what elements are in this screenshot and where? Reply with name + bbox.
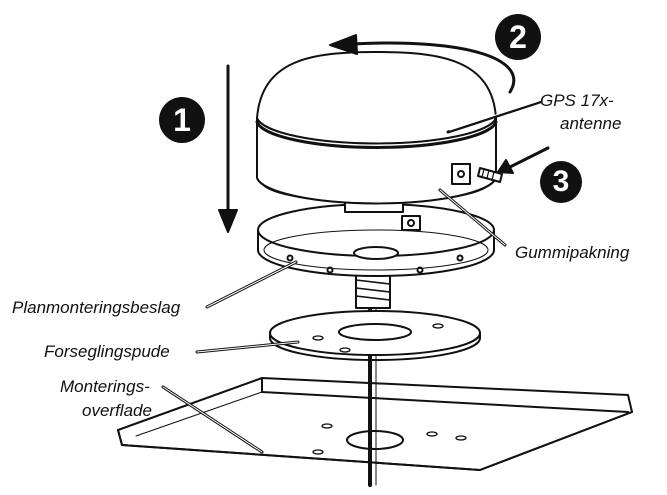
label-gasket: Gummipakning: [515, 243, 630, 262]
step-1-badge: 1: [159, 97, 205, 143]
label-bracket: Planmonteringsbeslag: [12, 298, 181, 317]
label-gps-line2: antenne: [560, 114, 622, 133]
rotate-arrow: [329, 34, 516, 94]
label-seal-pad: Forseglingspude: [44, 342, 170, 361]
label-gps-line1: GPS 17x-: [540, 91, 614, 110]
gps-antenna: [255, 51, 498, 205]
label-surface-line1: Monterings-: [60, 377, 150, 396]
label-surface-line2: overflade: [82, 401, 152, 420]
step-3-badge: 3: [540, 161, 582, 203]
mounting-bracket: [257, 203, 495, 277]
seal-pad: [269, 310, 481, 361]
mounting-surface: [117, 377, 633, 471]
screw-arrow: [497, 146, 550, 174]
step-2-badge: 2: [495, 14, 541, 60]
leader-lines: [161, 99, 543, 454]
down-arrow: [218, 64, 238, 233]
screw: [477, 167, 503, 183]
